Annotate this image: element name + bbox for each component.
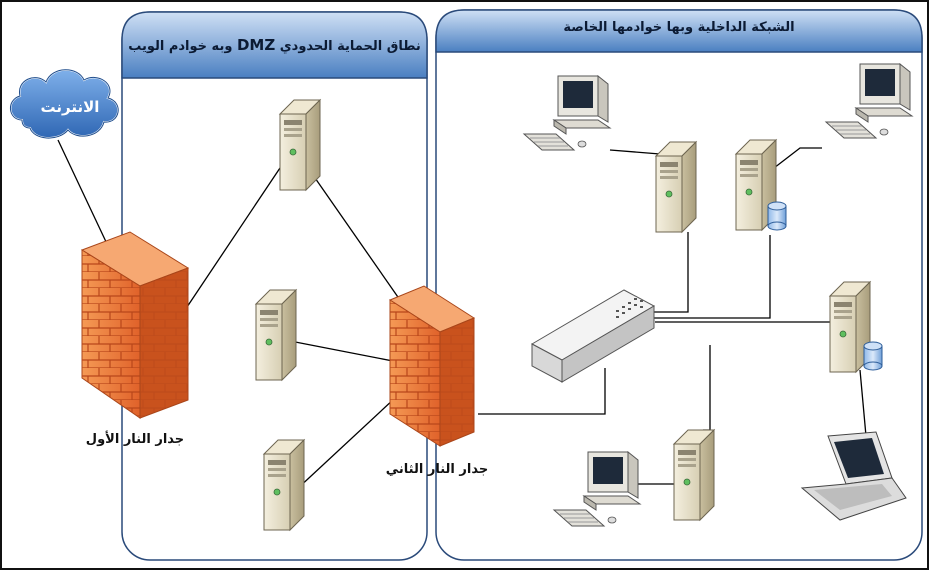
dmz-title-part: نطاق الحماية الحدودي	[275, 39, 421, 54]
network-switch-icon	[530, 289, 656, 383]
first-firewall-icon	[80, 231, 190, 419]
internet-cloud-icon	[9, 68, 119, 139]
internet-label: الانترنت	[40, 98, 100, 116]
second-firewall-icon	[388, 285, 476, 447]
dmz-web-server-icon	[263, 439, 305, 531]
workstation-icon	[553, 451, 641, 527]
dmz-zone-title: نطاق الحماية الحدودي DMZ وبه خوادم الويب	[122, 36, 427, 54]
internal-server-icon	[673, 429, 715, 521]
dmz-web-server-icon	[255, 289, 297, 381]
internal-server-icon	[655, 141, 697, 233]
workstation-icon	[523, 75, 611, 151]
second-firewall-label: جدار النار الثاني	[385, 462, 489, 477]
dmz-web-server-icon	[279, 99, 321, 191]
laptop-icon	[800, 431, 907, 521]
dmz-title-part: وبه خوادم الويب	[128, 39, 237, 54]
internal-zone-title: الشبكة الداخلية وبها خوادمها الخاصة	[563, 20, 795, 35]
database-icon	[767, 201, 787, 231]
workstation-icon	[825, 63, 913, 139]
internal-zone	[435, 9, 923, 561]
first-firewall-label: جدار النار الأول	[85, 432, 185, 447]
dmz-zone	[121, 11, 428, 561]
dmz-title-bold: DMZ	[236, 36, 276, 54]
database-icon	[863, 341, 883, 371]
